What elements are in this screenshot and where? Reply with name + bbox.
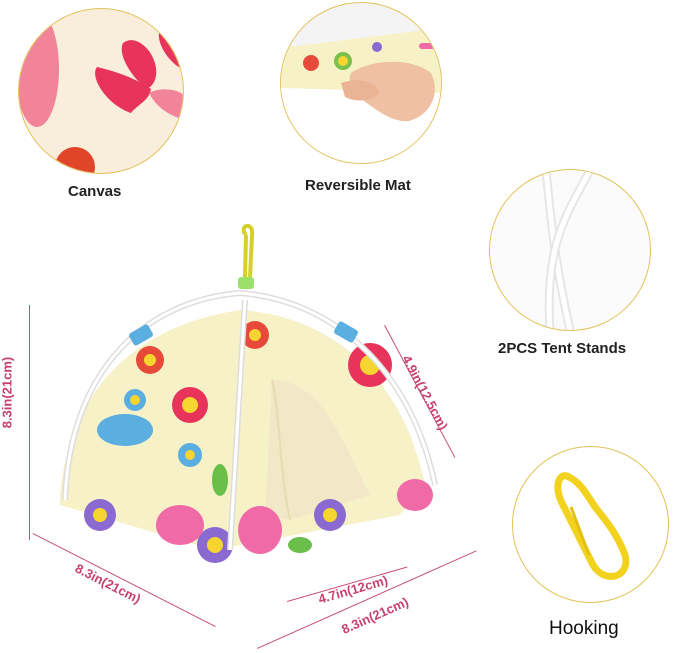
- fabric-pattern-icon: [19, 11, 183, 173]
- feature-label-tent-stands: 2PCS Tent Stands: [498, 340, 627, 357]
- tent-product-image: [40, 215, 470, 565]
- pet-tent-icon: [60, 224, 438, 563]
- mat-hand-icon: [281, 28, 441, 163]
- canvas-detail-image: [18, 8, 184, 174]
- hook-detail-image: [512, 446, 669, 603]
- height-dimension-label: 8.3in(21cm): [0, 356, 15, 429]
- carabiner-icon: [554, 472, 630, 580]
- tent-pole-icon: [541, 170, 595, 330]
- height-dimension-line: [29, 305, 30, 540]
- feature-label-reversible-mat: Reversible Mat: [305, 177, 411, 194]
- reversible-mat-detail-image: [280, 2, 442, 164]
- tent-stands-detail-image: [489, 169, 651, 331]
- feature-label-hooking: Hooking: [549, 618, 619, 639]
- feature-label-canvas: Canvas: [68, 183, 122, 200]
